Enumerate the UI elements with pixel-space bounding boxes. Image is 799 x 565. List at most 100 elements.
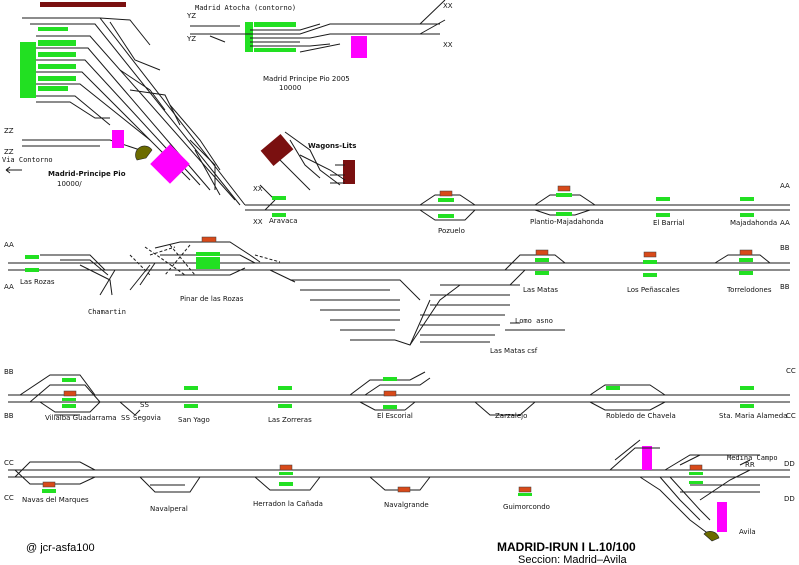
- segovia-label: Segovia: [133, 414, 161, 422]
- platform: [25, 268, 39, 272]
- connector-zz: ZZ: [4, 148, 14, 156]
- platform: [38, 64, 76, 69]
- connector-bb: BB: [780, 244, 790, 252]
- platform: [62, 378, 76, 382]
- platform: [184, 386, 198, 390]
- station-el-escorial: El Escorial: [377, 412, 413, 420]
- platform: [25, 255, 39, 259]
- connector-xx: XX: [253, 185, 263, 193]
- connector-bb: BB: [4, 368, 14, 376]
- principe-pio-km: 10000/: [57, 180, 82, 188]
- station-navalgrande: Navalgrande: [384, 501, 429, 509]
- depot: [642, 446, 652, 470]
- station-navalperal: Navalperal: [150, 505, 188, 513]
- platform: [278, 386, 292, 390]
- station-building: [518, 486, 532, 493]
- station-building: [397, 486, 411, 493]
- station-building: [42, 481, 56, 488]
- station-herradon-la-canada: Herradon la Cañada: [253, 500, 323, 508]
- line-row-4: [8, 439, 790, 542]
- platform: [279, 482, 293, 486]
- principe-pio-label: Madrid-Principe Pio: [48, 170, 126, 178]
- atocha-contorno-label: Madrid Atocha (contorno): [195, 4, 296, 12]
- station-building: [201, 236, 217, 243]
- connector-rr: RR: [745, 461, 755, 469]
- platform: [740, 404, 754, 408]
- connector-cc: CC: [4, 494, 14, 502]
- connector-bb: BB: [4, 412, 14, 420]
- platform: [740, 197, 754, 201]
- station-building: [689, 464, 703, 471]
- station-building: [739, 249, 753, 256]
- station-building: [279, 464, 293, 471]
- station-building: [439, 190, 453, 197]
- platform: [38, 76, 76, 81]
- station-robledo-de-chavela: Robledo de Chavela: [606, 412, 676, 420]
- station-las-matas: Las Matas: [523, 286, 558, 294]
- platform: [278, 404, 292, 408]
- platform: [740, 386, 754, 390]
- lomo-asno-label: Lomo asno: [515, 317, 553, 325]
- platform: [38, 27, 68, 31]
- wagons-lits-shed: [260, 133, 294, 167]
- platform: [38, 86, 68, 91]
- platform: [556, 193, 572, 197]
- line-row-3: [8, 371, 790, 416]
- platform: [62, 398, 76, 401]
- madrid-principe-pio-yard: [20, 2, 246, 206]
- station-aravaca: Aravaca: [269, 217, 298, 225]
- connector-xx: XX: [253, 218, 263, 226]
- station-building: [383, 390, 397, 397]
- line-row-2: [8, 236, 790, 346]
- station-plantio-majadahonda: Plantio-Majadahonda: [530, 218, 604, 226]
- platform: [535, 271, 549, 275]
- platform: [38, 40, 76, 46]
- platform: [272, 196, 286, 200]
- platform: [535, 258, 549, 262]
- connector-xx: XX: [443, 2, 453, 10]
- turntable: [703, 531, 720, 542]
- station-el-barrial: El Barrial: [653, 219, 685, 227]
- platform: [383, 405, 397, 409]
- connector-xx: XX: [443, 41, 453, 49]
- connector-cc: CC: [4, 459, 14, 467]
- platform: [42, 489, 56, 493]
- madrid-principe-pio-2005-yard: [190, 0, 446, 58]
- via-contorno-arrow: [5, 166, 22, 174]
- station-los-penascales: Los Peñascales: [627, 286, 680, 294]
- connector-aa: AA: [4, 283, 14, 291]
- platform: [643, 273, 657, 277]
- platform: [184, 404, 198, 408]
- station-labels: Aravaca Pozuelo Plantio-Majadahonda El B…: [20, 217, 787, 536]
- connector-yz: YZ: [186, 35, 196, 43]
- connector-aa: AA: [780, 219, 790, 227]
- diagram-title: MADRID-IRUN I L.10/100: [497, 540, 636, 554]
- platform: [254, 22, 296, 27]
- station-building: [535, 249, 549, 256]
- platform: [438, 214, 454, 218]
- platform: [383, 377, 397, 381]
- station-san-yago: San Yago: [178, 416, 210, 424]
- connector-ss: SS: [140, 401, 149, 409]
- platform: [689, 472, 703, 475]
- place-labels: Madrid Atocha (contorno) Madrid Principe…: [2, 4, 778, 462]
- station-majadahonda: Majadahonda: [730, 219, 777, 227]
- platform: [518, 493, 532, 496]
- platform: [643, 260, 657, 264]
- connector-cc: CC: [786, 412, 796, 420]
- station-pinar-de-las-rozas: Pinar de las Rozas: [180, 295, 244, 303]
- via-contorno-label: Via Contorno: [2, 156, 53, 164]
- connector-dd: DD: [784, 460, 795, 468]
- connector-aa: AA: [780, 182, 790, 190]
- station-zarzalejo: Zarzalejo: [495, 412, 527, 420]
- connector-aa: AA: [4, 241, 14, 249]
- station-las-rozas: Las Rozas: [20, 278, 55, 286]
- platform: [196, 252, 220, 256]
- platform: [656, 197, 670, 201]
- platform: [38, 52, 76, 57]
- platform: [739, 258, 753, 262]
- connector-yz: YZ: [186, 12, 196, 20]
- station-building: [643, 251, 657, 258]
- shed: [343, 160, 355, 184]
- platform: [656, 213, 670, 217]
